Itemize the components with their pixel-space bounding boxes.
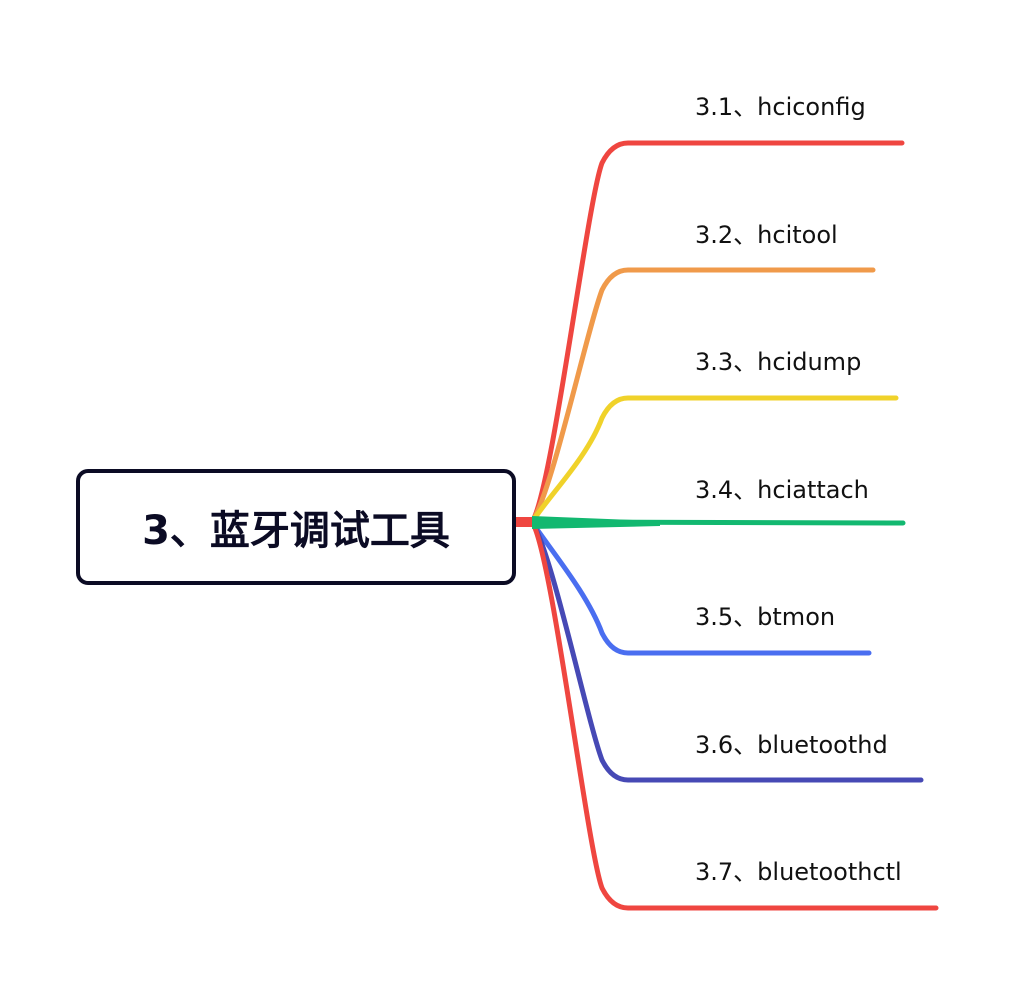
connector-4-wedge xyxy=(532,516,660,529)
connector-3 xyxy=(529,395,899,525)
branch-label-6[interactable]: 3.6、bluetoothd xyxy=(695,731,888,759)
branch-label-4[interactable]: 3.4、hciattach xyxy=(695,476,869,504)
branch-label-3[interactable]: 3.3、hcidump xyxy=(695,348,862,376)
connector-7 xyxy=(529,519,939,911)
connector-6 xyxy=(529,519,924,783)
connector-2 xyxy=(529,267,876,525)
connector-group xyxy=(508,140,939,911)
root-node[interactable]: 3、蓝牙调试工具 xyxy=(76,469,516,585)
branch-label-2[interactable]: 3.2、hcitool xyxy=(695,221,838,249)
branch-label-5[interactable]: 3.5、btmon xyxy=(695,603,836,631)
connector-1 xyxy=(529,140,905,525)
branch-label-7[interactable]: 3.7、bluetoothctl xyxy=(695,858,902,886)
root-label: 3、蓝牙调试工具 xyxy=(142,508,450,554)
branch-label-1[interactable]: 3.1、hciconfig xyxy=(695,93,866,121)
connector-5 xyxy=(529,519,872,656)
